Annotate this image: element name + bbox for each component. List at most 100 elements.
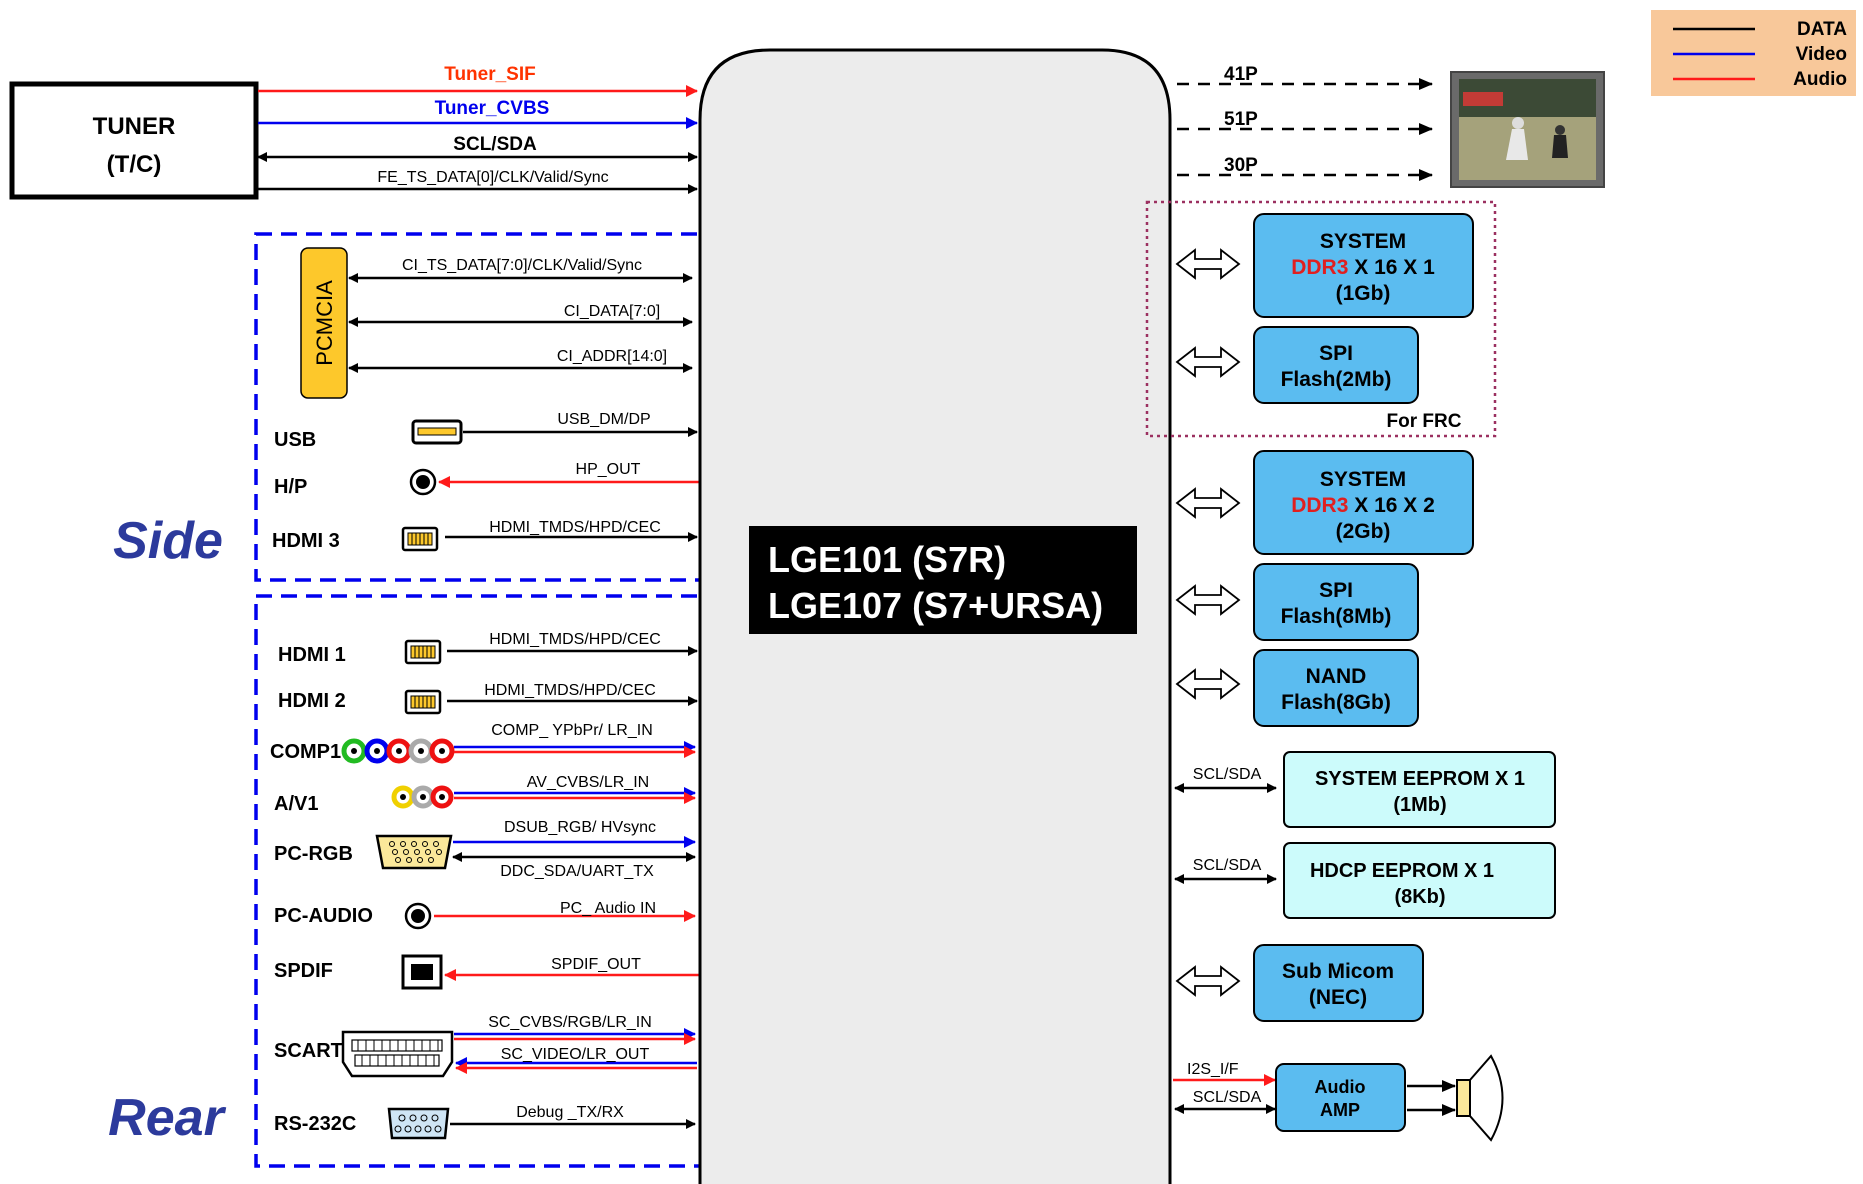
- usb-icon: [411, 419, 463, 445]
- scart-signal2: SC_VIDEO/LR_OUT: [501, 1046, 650, 1063]
- rca-jacks-icon: [341, 738, 455, 764]
- hdmi-icon: [401, 526, 439, 552]
- ddr-system-line2: DDR3 X 16 X 2: [1291, 494, 1435, 517]
- hdmi1-signal: HDMI_TMDS/HPD/CEC: [489, 631, 661, 648]
- spi-frc-box: [1253, 326, 1419, 404]
- ddr-frc-line2: DDR3 X 16 X 1: [1291, 256, 1435, 279]
- tuner-subtitle: (T/C): [107, 151, 162, 178]
- bidir-arrow-icon: [1175, 346, 1241, 378]
- audio-amp-box: [1275, 1063, 1406, 1132]
- hdmi-icon: [404, 689, 442, 715]
- chip-label-box: [749, 526, 1137, 634]
- tuner-fe-ts-label: FE_TS_DATA[0]/CLK/Valid/Sync: [377, 169, 608, 186]
- av1-signal: AV_CVBS/LR_IN: [527, 774, 649, 791]
- spi-frc-line2: Flash(2Mb): [1281, 368, 1392, 391]
- chip-line2: LGE107 (S7+URSA): [768, 585, 1103, 626]
- pcmcia-slot: [300, 247, 348, 399]
- tuner-title: TUNER: [93, 113, 176, 140]
- scart-signal: SC_CVBS/RGB/LR_IN: [488, 1014, 652, 1031]
- side-group: Side PCMCIA CI_TS_DATA[7:0]/CLK/Valid/Sy…: [113, 232, 725, 582]
- eeprom-hdcp-line1: HDCP EEPROM X 1: [1310, 860, 1494, 882]
- ddr-frc-line3: (1Gb): [1336, 282, 1391, 305]
- spdif-signal: SPDIF_OUT: [551, 956, 641, 973]
- bidir-arrow-icon: [1175, 248, 1241, 280]
- hp-label: H/P: [274, 476, 307, 498]
- spi-main-line1: SPI: [1319, 579, 1353, 602]
- spi-main-line2: Flash(8Mb): [1281, 605, 1392, 628]
- tuner-scl-label: SCL/SDA: [453, 134, 537, 155]
- bidir-arrow-icon: [1175, 487, 1241, 519]
- link-41p-label: 41P: [1224, 64, 1258, 85]
- scart-icon: [341, 1030, 454, 1078]
- spdif-label: SPDIF: [274, 960, 333, 982]
- comp1-label: COMP1: [270, 741, 341, 763]
- rear-group: Rear HDMI 1 HDMI_TMDS/HPD/CEC HDMI 2 HDM…: [108, 594, 725, 1168]
- sub-micom-line1: Sub Micom: [1282, 960, 1394, 983]
- nand-line2: Flash(8Gb): [1281, 691, 1391, 714]
- sub-micom-box: [1253, 944, 1424, 1022]
- display-outputs: 41P 51P 30P: [1177, 64, 1605, 188]
- bidir-arrow-icon: [1175, 965, 1241, 997]
- usb-signal: USB_DM/DP: [557, 411, 650, 428]
- frc-label: For FRC: [1387, 411, 1462, 432]
- ddr-system-line3: (2Gb): [1336, 520, 1391, 543]
- ddr-frc-line1: SYSTEM: [1320, 230, 1406, 253]
- tv-panel-image: [1450, 71, 1605, 188]
- eeproms: SCL/SDA SYSTEM EEPROM X 1 (1Mb) SCL/SDA …: [1174, 751, 1556, 919]
- eeprom-hdcp-signal: SCL/SDA: [1193, 857, 1262, 874]
- serial-port-icon: [387, 1107, 450, 1140]
- headphone-jack-icon: [409, 468, 437, 496]
- nand-box: [1253, 649, 1419, 727]
- legend: DATA Video Audio: [1651, 10, 1856, 96]
- tuner-block: TUNER (T/C) Tuner_SIF Tuner_CVBS SCL/SDA…: [9, 64, 698, 200]
- ci-addr-label: CI_ADDR[14:0]: [557, 348, 667, 365]
- pc-audio-signal: PC_ Audio IN: [560, 900, 656, 917]
- audio-jack-icon: [404, 902, 432, 930]
- chip-line1: LGE101 (S7R): [768, 539, 1006, 580]
- legend-data-label: DATA: [1797, 19, 1847, 40]
- hdmi1-label: HDMI 1: [278, 644, 346, 666]
- hdmi-icon: [404, 639, 442, 665]
- sub-micom: Sub Micom (NEC): [1175, 944, 1424, 1022]
- spi-main-box: [1253, 563, 1419, 641]
- usb-label: USB: [274, 429, 316, 451]
- sub-micom-line2: (NEC): [1309, 986, 1367, 1009]
- ddr-system-ddr: DDR3: [1291, 494, 1348, 517]
- link-51p-label: 51P: [1224, 109, 1258, 130]
- eeprom-sys-line1: SYSTEM EEPROM X 1: [1315, 768, 1525, 790]
- hdmi3-signal: HDMI_TMDS/HPD/CEC: [489, 519, 661, 536]
- ddr-frc-ddr: DDR3: [1291, 256, 1348, 279]
- rca-jacks-icon: [391, 785, 454, 809]
- legend-audio-label: Audio: [1793, 69, 1847, 90]
- hp-signal: HP_OUT: [576, 461, 641, 478]
- ci-data-label: CI_DATA[7:0]: [564, 303, 660, 320]
- hdmi3-label: HDMI 3: [272, 530, 340, 552]
- tuner-cvbs-label: Tuner_CVBS: [435, 98, 550, 119]
- pc-rgb-signal2: DDC_SDA/UART_TX: [500, 863, 654, 880]
- bidir-arrow-icon: [1175, 584, 1241, 616]
- rs232c-signal: Debug _TX/RX: [516, 1104, 624, 1121]
- ddr-frc-box: [1253, 213, 1474, 318]
- eeprom-hdcp-line2: (8Kb): [1394, 886, 1445, 908]
- frc-dotted-frame: [1145, 200, 1497, 438]
- audio-amp-line1: Audio: [1315, 1077, 1366, 1097]
- scart-label: SCART: [274, 1040, 343, 1062]
- eeprom-sys-box: [1283, 751, 1556, 828]
- hdmi2-signal: HDMI_TMDS/HPD/CEC: [484, 682, 656, 699]
- ci-ts-label: CI_TS_DATA[7:0]/CLK/Valid/Sync: [402, 257, 642, 274]
- ddr-system-line1: SYSTEM: [1320, 468, 1406, 491]
- ddr-system-box: [1253, 450, 1474, 555]
- nand-line1: NAND: [1306, 665, 1367, 688]
- ddr-frc-config: X 16 X 1: [1348, 256, 1435, 279]
- main-memory: SYSTEM DDR3 X 16 X 2 (2Gb) SPI Flash(8Mb…: [1175, 450, 1474, 727]
- pcmcia-label: PCMCIA: [312, 280, 337, 366]
- hdmi2-label: HDMI 2: [278, 690, 346, 712]
- rs232c-label: RS-232C: [274, 1113, 356, 1135]
- frc-group: For FRC SYSTEM DDR3 X 16 X 1 (1Gb) SPI F…: [1145, 200, 1497, 438]
- amp-scl-signal: SCL/SDA: [1193, 1089, 1262, 1106]
- speaker-icon: [1456, 1054, 1504, 1142]
- av1-label: A/V1: [274, 793, 318, 815]
- pc-rgb-signal: DSUB_RGB/ HVsync: [504, 819, 656, 836]
- ddr-system-config: X 16 X 2: [1348, 494, 1434, 517]
